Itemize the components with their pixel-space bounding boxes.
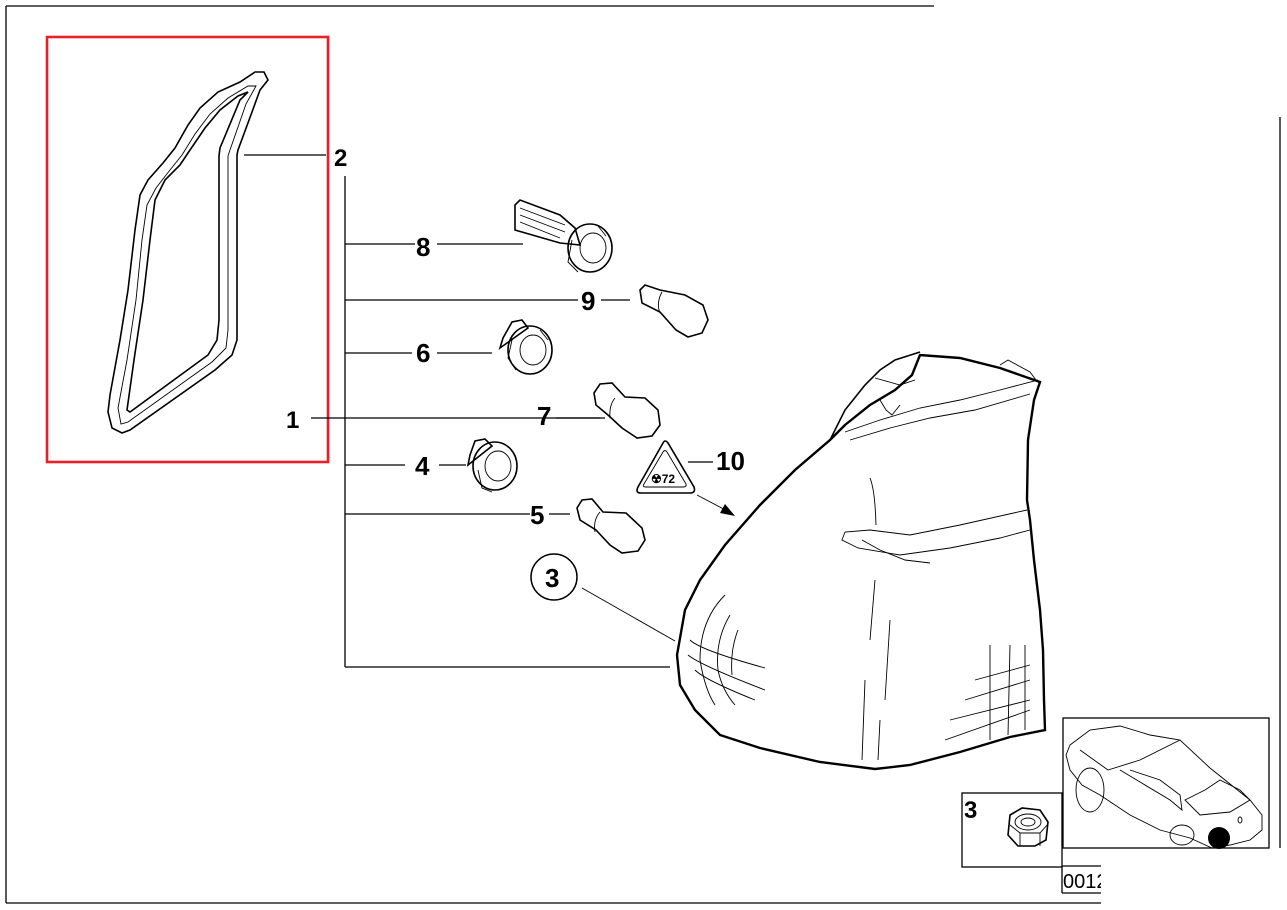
nut-box-label: 3 — [964, 797, 977, 824]
callout-5[interactable]: 5 — [530, 500, 544, 530]
car-location-inset[interactable] — [1062, 717, 1270, 849]
hex-nut-icon — [1007, 807, 1049, 847]
callout-6[interactable]: 6 — [416, 338, 430, 368]
callout-1[interactable]: 1 — [286, 407, 299, 434]
bulb-socket-part-4[interactable] — [466, 438, 518, 493]
callout-9[interactable]: 9 — [581, 286, 595, 316]
bulb-part-7[interactable] — [593, 382, 661, 439]
nut-box[interactable]: 3 — [961, 792, 1063, 868]
callout-3-circle[interactable]: 3 — [530, 553, 578, 601]
drawing-code-box: 0012 — [1061, 865, 1108, 894]
callout-7[interactable]: 7 — [537, 401, 551, 431]
bulb-part-5[interactable] — [576, 498, 646, 554]
highlight-box-part-1[interactable] — [45, 35, 330, 464]
arrow-to-housing-icon — [696, 494, 735, 516]
callout-10[interactable]: 10 — [716, 446, 745, 476]
warning-symbol-icon: ☢72 — [651, 472, 675, 486]
callout-3: 3 — [545, 563, 559, 593]
drawing-code: 0012 — [1063, 871, 1108, 893]
crop-mask — [1101, 849, 1287, 910]
tail-light-housing-part-3[interactable] — [675, 351, 1047, 771]
car-location-icon — [1065, 725, 1263, 849]
diagram-frame — [5, 5, 1281, 904]
bulb-socket-part-6[interactable] — [498, 319, 553, 375]
gasket-part-1[interactable] — [107, 71, 269, 434]
warning-label-part-10[interactable]: ☢72 — [636, 440, 696, 494]
bracket-lines — [344, 176, 670, 668]
callout-4[interactable]: 4 — [415, 451, 430, 481]
location-marker-icon — [1208, 827, 1230, 849]
bulb-part-9[interactable] — [639, 284, 709, 338]
callout-2[interactable]: 2 — [334, 145, 347, 172]
socket-with-connector-part-8[interactable] — [514, 199, 613, 273]
callout-8[interactable]: 8 — [416, 232, 430, 262]
